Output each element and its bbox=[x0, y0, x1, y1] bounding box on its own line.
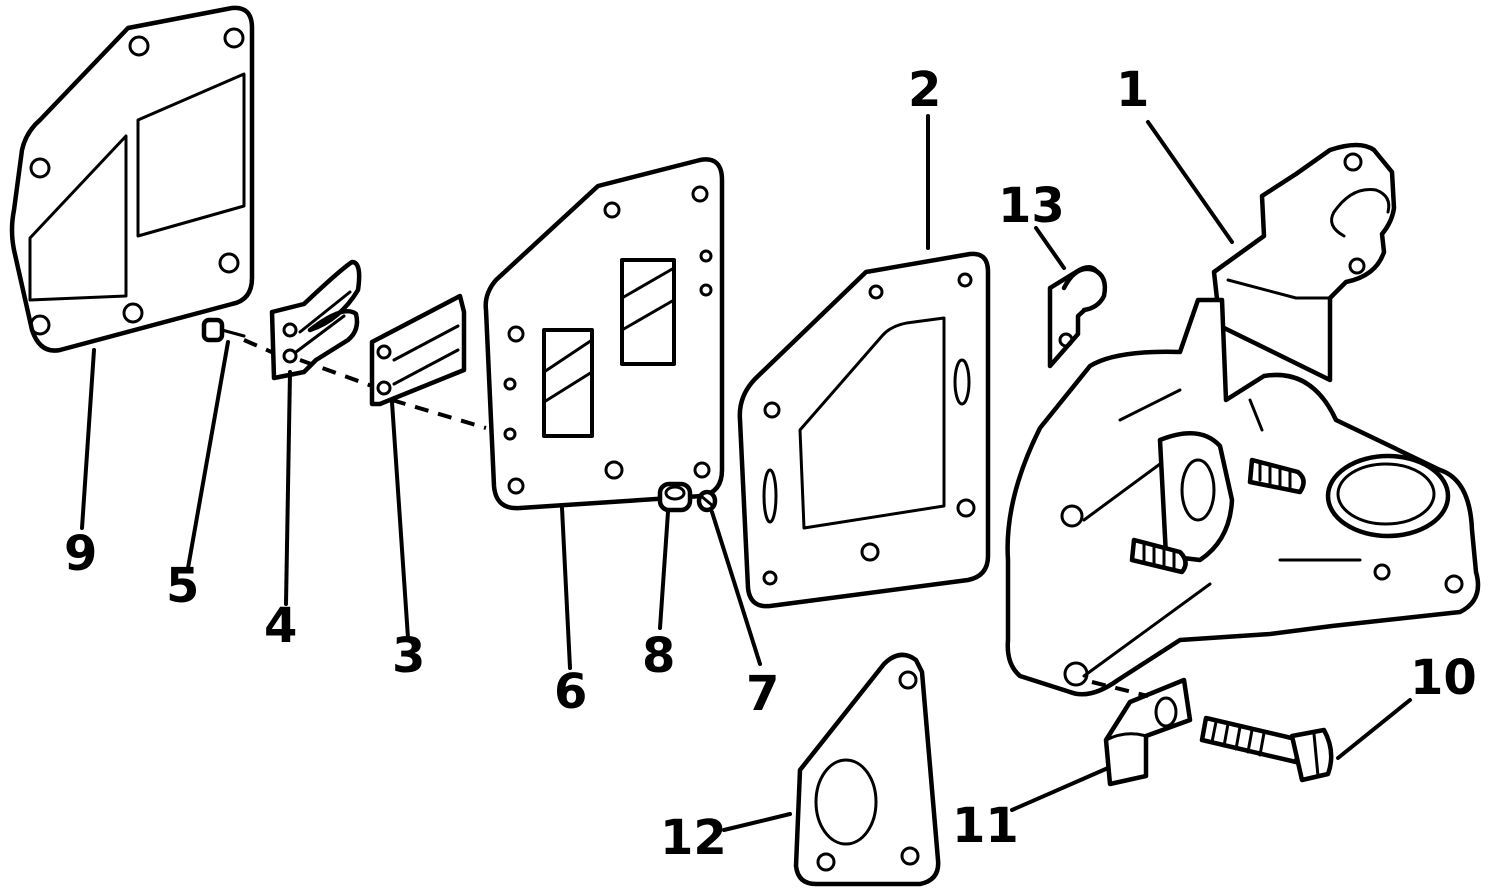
part-3-reed-petal bbox=[299, 293, 487, 430]
callout-3: 3 bbox=[392, 628, 425, 684]
part-2-gasket bbox=[737, 251, 991, 609]
part-5-screw bbox=[201, 317, 291, 362]
callout-13: 13 bbox=[998, 178, 1065, 234]
part-9-gasket bbox=[9, 5, 255, 353]
part-6-reed-plate bbox=[483, 157, 725, 511]
part-10-bolt bbox=[1199, 715, 1334, 783]
callout-4: 4 bbox=[264, 598, 297, 654]
callout-10: 10 bbox=[1410, 650, 1477, 706]
callout-8: 8 bbox=[642, 628, 675, 684]
callout-9: 9 bbox=[64, 526, 97, 582]
callout-12: 12 bbox=[660, 810, 727, 866]
callout-2: 2 bbox=[908, 62, 941, 118]
part-4-reed-stop bbox=[269, 259, 362, 381]
part-7-nut bbox=[696, 489, 718, 513]
callout-11: 11 bbox=[952, 798, 1019, 854]
leader-lines bbox=[80, 114, 1412, 832]
callout-6: 6 bbox=[554, 664, 587, 720]
part-12-cover-plate bbox=[793, 652, 941, 887]
callout-labels: 1 2 3 4 5 6 7 8 9 10 11 12 13 bbox=[64, 62, 1477, 866]
part-13-clip bbox=[1047, 264, 1108, 369]
part-8-bushing bbox=[657, 481, 693, 513]
callout-5: 5 bbox=[166, 558, 199, 614]
part-1-adapter-housing bbox=[1005, 142, 1481, 697]
callout-1: 1 bbox=[1116, 62, 1149, 118]
part-11-clamp bbox=[1091, 677, 1193, 787]
callout-7: 7 bbox=[746, 666, 779, 722]
